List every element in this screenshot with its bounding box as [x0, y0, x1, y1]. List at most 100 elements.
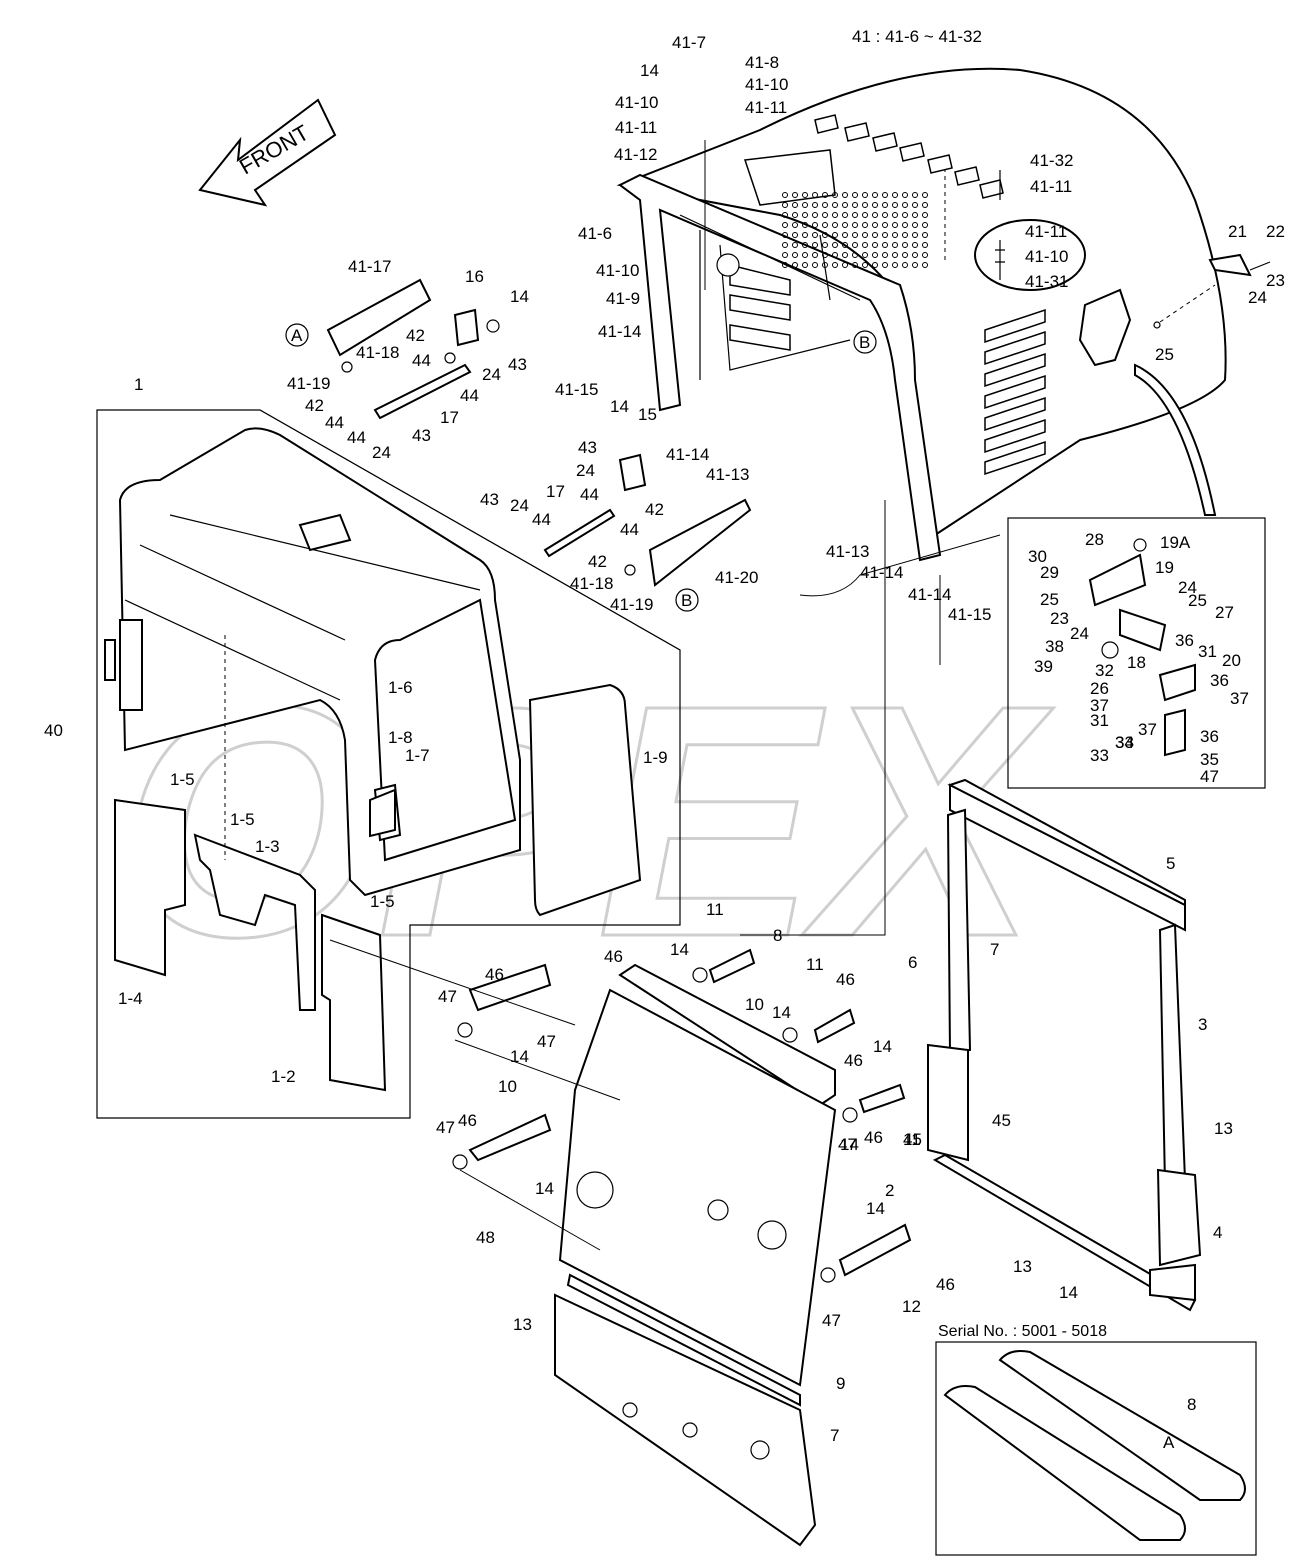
- callout-label: 47: [438, 987, 457, 1006]
- callout-label: 14: [866, 1199, 885, 1218]
- callout-label: 22: [1266, 222, 1285, 241]
- callout-label: 1-2: [271, 1067, 296, 1086]
- callout-label: 41-7: [672, 33, 706, 52]
- callout-label: 41-10: [745, 75, 788, 94]
- callout-label: 28: [1085, 530, 1104, 549]
- callout-label: 37: [1138, 720, 1157, 739]
- callout-label: 41-14: [666, 445, 709, 464]
- callout-label: 43: [412, 426, 431, 445]
- callout-label: 47: [436, 1118, 455, 1137]
- callout-label: 46: [604, 947, 623, 966]
- callout-label: 41-19: [610, 595, 653, 614]
- door-panel: [528, 683, 642, 917]
- callout-label: 1-6: [388, 678, 413, 697]
- callout-label: A: [291, 326, 303, 345]
- callout-label: 14: [1059, 1283, 1078, 1302]
- hood-41: [616, 67, 1227, 562]
- serial-note: Serial No. : 5001 - 5018: [938, 1323, 1107, 1340]
- callout-label: 13: [1214, 1119, 1233, 1138]
- callout-label: 47: [838, 1135, 857, 1154]
- callout-label: 24: [372, 443, 391, 462]
- callout-label: 19: [1155, 558, 1174, 577]
- callout-label: 17: [440, 408, 459, 427]
- callout-label: 25: [1155, 345, 1174, 364]
- callout-label: 43: [480, 490, 499, 509]
- callout-label: 33: [1090, 746, 1109, 765]
- callout-label: 41-6: [578, 224, 612, 243]
- callout-label: 45: [903, 1130, 922, 1149]
- callout-label: 14: [670, 940, 689, 959]
- callout-label: 47: [822, 1311, 841, 1330]
- callout-label: 41-9: [606, 289, 640, 308]
- callout-label: 1-8: [388, 728, 413, 747]
- callout-label: 41-14: [908, 585, 951, 604]
- callout-label: 41-8: [745, 53, 779, 72]
- callout-label: 42: [305, 396, 324, 415]
- callout-label: 6: [908, 953, 917, 972]
- callout-label: 14: [772, 1003, 791, 1022]
- callout-label: 38: [1045, 637, 1064, 656]
- callout-label: 30: [1028, 547, 1047, 566]
- cab-body-1: [96, 409, 681, 1119]
- callout-label: 34: [1115, 733, 1134, 752]
- callout-label: 41-18: [570, 574, 613, 593]
- callout-label: 44: [460, 386, 479, 405]
- callout-label: 46: [936, 1275, 955, 1294]
- callout-label: 43: [508, 355, 527, 374]
- callout-label: 23: [1050, 609, 1069, 628]
- callout-label: 27: [1215, 603, 1234, 622]
- callout-label: 44: [532, 510, 551, 529]
- callout-label: 41-14: [598, 322, 641, 341]
- callout-label: 41-10: [1025, 247, 1068, 266]
- callout-label: 7: [990, 940, 999, 959]
- callout-label: 14: [510, 287, 529, 306]
- callout-label: 44: [620, 520, 639, 539]
- callout-label: 44: [580, 485, 599, 504]
- strut-assembly-middle: [543, 453, 752, 587]
- callout-label: 41-10: [596, 261, 639, 280]
- callout-label: 14: [840, 1135, 859, 1154]
- callout-label: 18: [1127, 653, 1146, 672]
- detail-ellipse: [974, 219, 1086, 291]
- callout-label: 26: [1090, 679, 1109, 698]
- detail-box-latch: [1007, 517, 1266, 789]
- callout-label: 1-4: [118, 989, 143, 1008]
- callout-label: 5: [1166, 854, 1175, 873]
- callout-label: 14: [510, 1047, 529, 1066]
- hood-side-vents: [984, 308, 1046, 476]
- callout-label: 31: [1090, 711, 1109, 730]
- latch-assembly-upper: [1078, 253, 1271, 516]
- callout-label: 24: [510, 496, 529, 515]
- callout-label: 40: [44, 721, 63, 740]
- callout-label: 41-15: [948, 605, 991, 624]
- callout-label: 46: [836, 970, 855, 989]
- callout-label: 44: [325, 413, 344, 432]
- callout-label: 41-19: [287, 374, 330, 393]
- callout-label: 41-20: [715, 568, 758, 587]
- callout-label: 1-5: [230, 810, 255, 829]
- callout-label: 41-12: [614, 145, 657, 164]
- hood-top-vents: [814, 114, 1004, 199]
- callout-label: 39: [1034, 657, 1053, 676]
- callout-label: 12: [902, 1297, 921, 1316]
- callout-label: 41-32: [1030, 151, 1073, 170]
- callout-label: 43: [578, 438, 597, 457]
- callout-label: 33: [1115, 733, 1134, 752]
- callout-label: 24: [1070, 624, 1089, 643]
- serial-detail-box: Serial No. : 5001 - 5018: [935, 1323, 1257, 1556]
- callout-label: 2: [885, 1181, 894, 1200]
- callout-label: 1: [134, 375, 143, 394]
- callout-label: 25: [1188, 591, 1207, 610]
- callouts: 41 : 41-6 ~ 41-32 41-7 41-8 14 41-10 41-…: [44, 27, 1285, 1452]
- callout-label: 11: [806, 955, 824, 974]
- callout-label: 1-7: [405, 746, 430, 765]
- callout-label: 45: [992, 1111, 1011, 1130]
- callout-label: A: [1163, 1433, 1175, 1452]
- callout-label: 16: [465, 267, 484, 286]
- callout-label: 13: [513, 1315, 532, 1334]
- callout-label: 15: [638, 405, 657, 424]
- callout-label: 41-11: [615, 118, 657, 137]
- lower-covers: [114, 798, 387, 1092]
- callout-label: 19A: [1160, 533, 1191, 552]
